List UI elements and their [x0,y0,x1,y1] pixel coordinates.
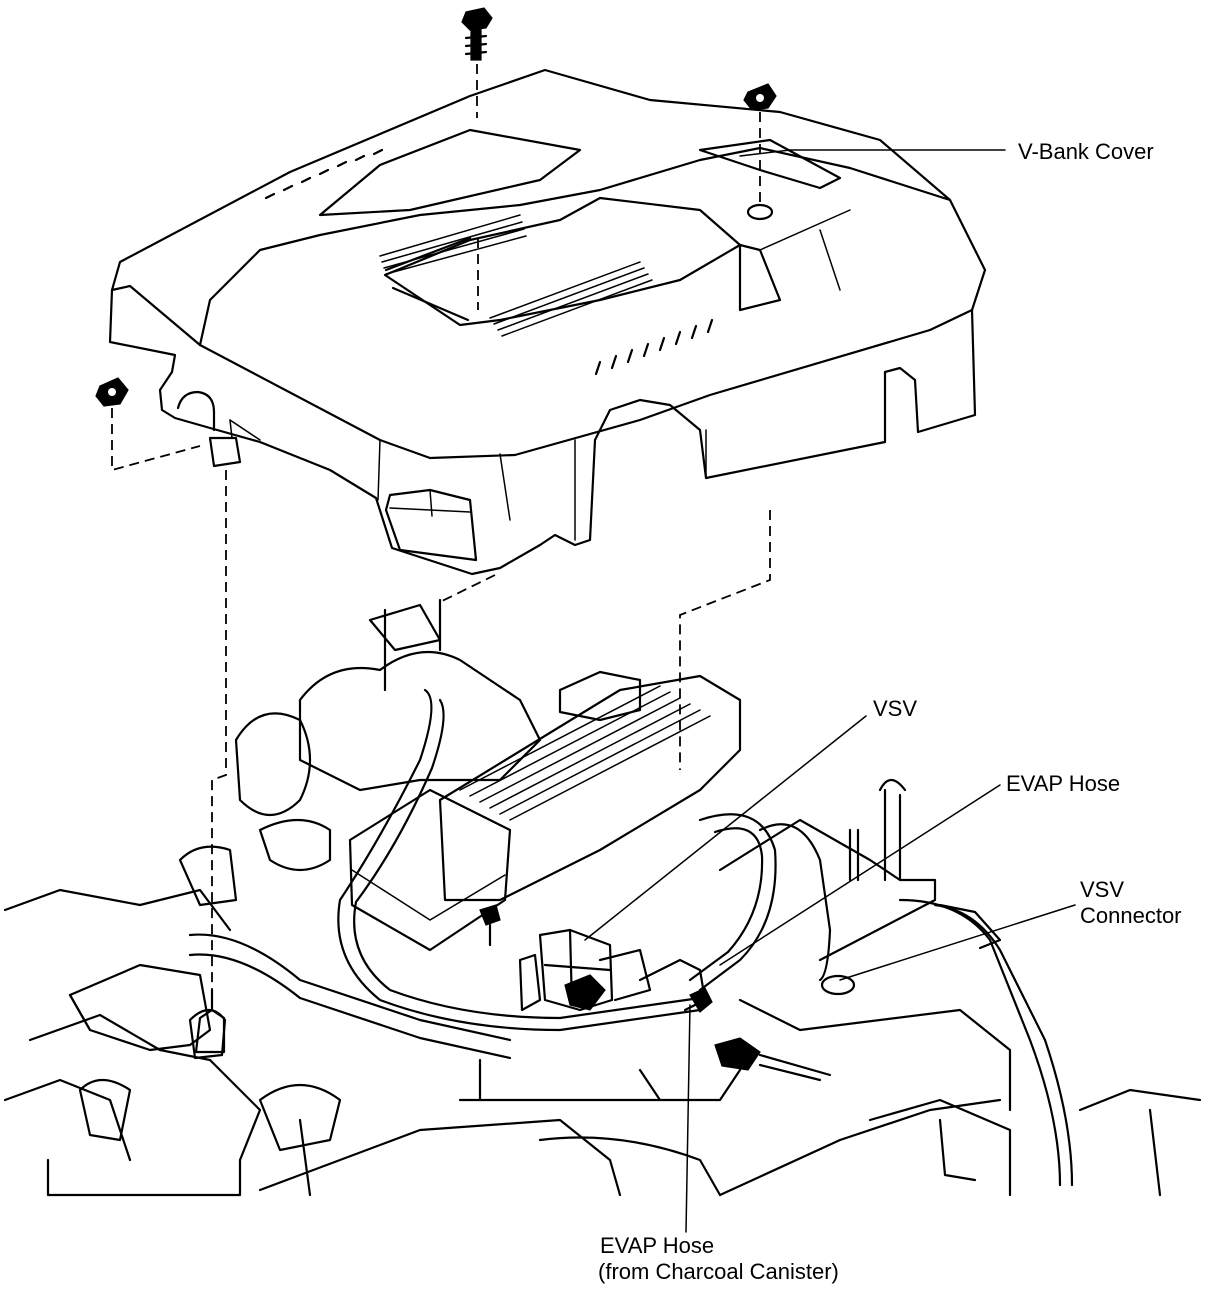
leader-evap-hose [719,784,1001,966]
leader-vsv [584,715,867,941]
label-evap-hose: EVAP Hose [1006,771,1121,796]
label-vsv-connector-line2: Connector [1080,903,1182,928]
center-guide-line [439,574,496,625]
label-v-bank-cover: V-Bank Cover [1018,139,1154,164]
v-bank-cover [108,68,987,576]
label-vsv: VSV [873,696,918,721]
left-nut [95,377,129,407]
leader-v-bank-cover [739,149,1006,157]
engine-assembly [3,598,1202,1197]
top-bolt [461,7,493,61]
right-guide-line [679,510,771,770]
right-nut [743,83,777,111]
leader-evap-hose-bottom [685,1004,691,1233]
label-evap-hose-bottom-line2: (from Charcoal Canister) [598,1259,839,1284]
left-guide-line [211,470,227,990]
label-vsv-connector-line1: VSV [1080,877,1125,902]
label-evap-hose-bottom-line1: EVAP Hose [600,1233,715,1258]
left-nut-guide [111,408,201,472]
leader-vsv-connector [839,904,1076,981]
